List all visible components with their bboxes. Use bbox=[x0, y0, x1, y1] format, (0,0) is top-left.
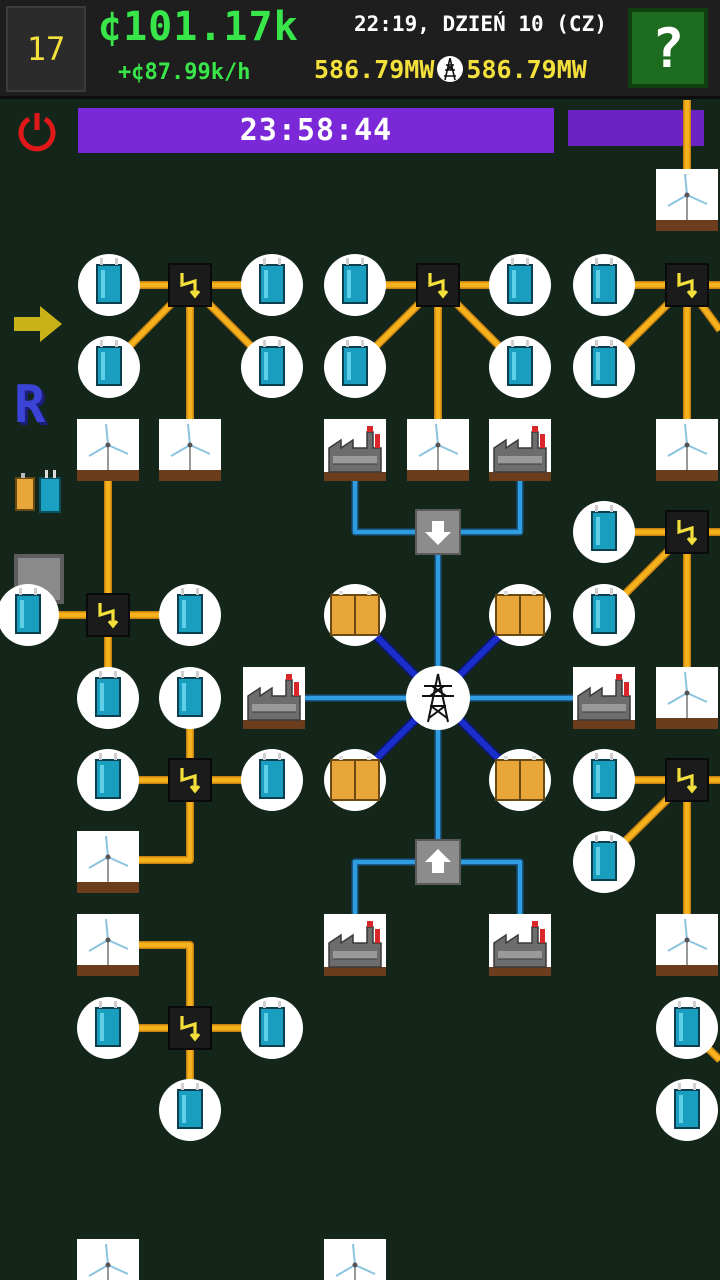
power-line bbox=[353, 450, 522, 534]
event-timer-bar[interactable]: 23:58:44 bbox=[78, 108, 554, 153]
square-tool-icon[interactable] bbox=[14, 554, 64, 604]
battery-cell[interactable] bbox=[241, 254, 303, 316]
battery-cell[interactable] bbox=[489, 336, 551, 398]
battery-cell[interactable] bbox=[159, 584, 221, 646]
power-line bbox=[108, 942, 193, 1028]
help-button[interactable]: ? bbox=[628, 8, 708, 88]
arrow-up-node[interactable] bbox=[415, 839, 461, 885]
power-line bbox=[601, 281, 720, 370]
battery-cell[interactable] bbox=[324, 254, 386, 316]
large-battery[interactable] bbox=[324, 749, 386, 811]
wind-turbine[interactable] bbox=[407, 419, 469, 481]
power-line bbox=[601, 529, 690, 618]
power-plant[interactable] bbox=[243, 667, 305, 729]
game-clock: 22:19, DZIEŃ 10 (CZ) bbox=[354, 12, 607, 36]
power-junction[interactable] bbox=[168, 263, 212, 307]
power-junction[interactable] bbox=[86, 593, 130, 637]
power-line bbox=[351, 858, 524, 945]
battery-cell[interactable] bbox=[241, 749, 303, 811]
power-line bbox=[353, 860, 522, 945]
wind-turbine[interactable] bbox=[77, 1239, 139, 1280]
battery-cell[interactable] bbox=[573, 584, 635, 646]
hud-bar: 17 ¢101.17k +¢87.99k/h 22:19, DZIEŃ 10 (… bbox=[0, 0, 720, 99]
power-line bbox=[108, 780, 194, 864]
power-line bbox=[106, 281, 275, 370]
power-line bbox=[601, 777, 690, 865]
wind-turbine[interactable] bbox=[656, 169, 718, 231]
power-line bbox=[602, 530, 689, 617]
battery-cell[interactable] bbox=[573, 749, 635, 811]
wind-turbine[interactable] bbox=[656, 667, 718, 729]
wind-turbine[interactable] bbox=[656, 419, 718, 481]
power-plant[interactable] bbox=[573, 667, 635, 729]
power-line bbox=[351, 611, 524, 784]
power-line bbox=[351, 450, 524, 536]
power-line bbox=[352, 612, 523, 783]
power-junction[interactable] bbox=[168, 758, 212, 802]
power-junction[interactable] bbox=[665, 263, 709, 307]
power-line bbox=[353, 282, 522, 369]
power-line bbox=[352, 281, 523, 370]
research-icon[interactable]: R bbox=[14, 375, 46, 435]
battery-cell[interactable] bbox=[489, 254, 551, 316]
battery-cell[interactable] bbox=[656, 997, 718, 1059]
pylon-icon bbox=[437, 56, 464, 82]
arrow-down-node[interactable] bbox=[415, 509, 461, 555]
power-plant[interactable] bbox=[324, 419, 386, 481]
power-line bbox=[352, 612, 523, 783]
wind-turbine[interactable] bbox=[159, 419, 221, 481]
wind-turbine[interactable] bbox=[324, 1239, 386, 1280]
battery-cell[interactable] bbox=[78, 336, 140, 398]
power-junction[interactable] bbox=[665, 758, 709, 802]
batteries-icon[interactable] bbox=[12, 464, 66, 518]
power-plant[interactable] bbox=[324, 914, 386, 976]
power-line bbox=[602, 282, 720, 369]
arrow-right-icon[interactable] bbox=[12, 302, 64, 346]
power-line bbox=[108, 780, 193, 863]
battery-cell[interactable] bbox=[656, 1079, 718, 1141]
battery-cell[interactable] bbox=[241, 336, 303, 398]
power-junction[interactable] bbox=[665, 510, 709, 554]
battery-cell[interactable] bbox=[573, 501, 635, 563]
power-line bbox=[685, 1026, 720, 1062]
money-amount: ¢101.17k bbox=[98, 4, 299, 50]
battery-cell[interactable] bbox=[573, 831, 635, 893]
large-battery[interactable] bbox=[489, 749, 551, 811]
power-junction[interactable] bbox=[168, 1006, 212, 1050]
battery-cell[interactable] bbox=[159, 1079, 221, 1141]
battery-cell[interactable] bbox=[77, 667, 139, 729]
power-line bbox=[351, 611, 524, 784]
battery-cell[interactable] bbox=[78, 254, 140, 316]
wind-turbine[interactable] bbox=[77, 419, 139, 481]
secondary-progress-bar bbox=[568, 110, 704, 146]
wind-turbine[interactable] bbox=[77, 831, 139, 893]
power-readout: 586.79MW 586.79MW bbox=[314, 54, 587, 84]
power-line bbox=[108, 941, 194, 1028]
power-line bbox=[602, 778, 689, 864]
income-rate: +¢87.99k/h bbox=[118, 60, 251, 85]
battery-cell[interactable] bbox=[77, 749, 139, 811]
level-badge[interactable]: 17 bbox=[6, 6, 86, 92]
wind-turbine[interactable] bbox=[77, 914, 139, 976]
power-produced: 586.79MW bbox=[314, 54, 435, 84]
battery-cell[interactable] bbox=[573, 254, 635, 316]
power-demand: 586.79MW bbox=[466, 54, 587, 84]
battery-cell[interactable] bbox=[77, 997, 139, 1059]
power-junction[interactable] bbox=[416, 263, 460, 307]
battery-cell[interactable] bbox=[324, 336, 386, 398]
power-plant[interactable] bbox=[489, 914, 551, 976]
power-plant[interactable] bbox=[489, 419, 551, 481]
power-icon[interactable] bbox=[16, 110, 58, 152]
power-line bbox=[107, 282, 274, 369]
transmission-tower[interactable] bbox=[406, 666, 470, 730]
battery-cell[interactable] bbox=[241, 997, 303, 1059]
power-line bbox=[684, 1025, 720, 1063]
wind-turbine[interactable] bbox=[656, 914, 718, 976]
battery-cell[interactable] bbox=[159, 667, 221, 729]
large-battery[interactable] bbox=[489, 584, 551, 646]
battery-cell[interactable] bbox=[573, 336, 635, 398]
large-battery[interactable] bbox=[324, 584, 386, 646]
